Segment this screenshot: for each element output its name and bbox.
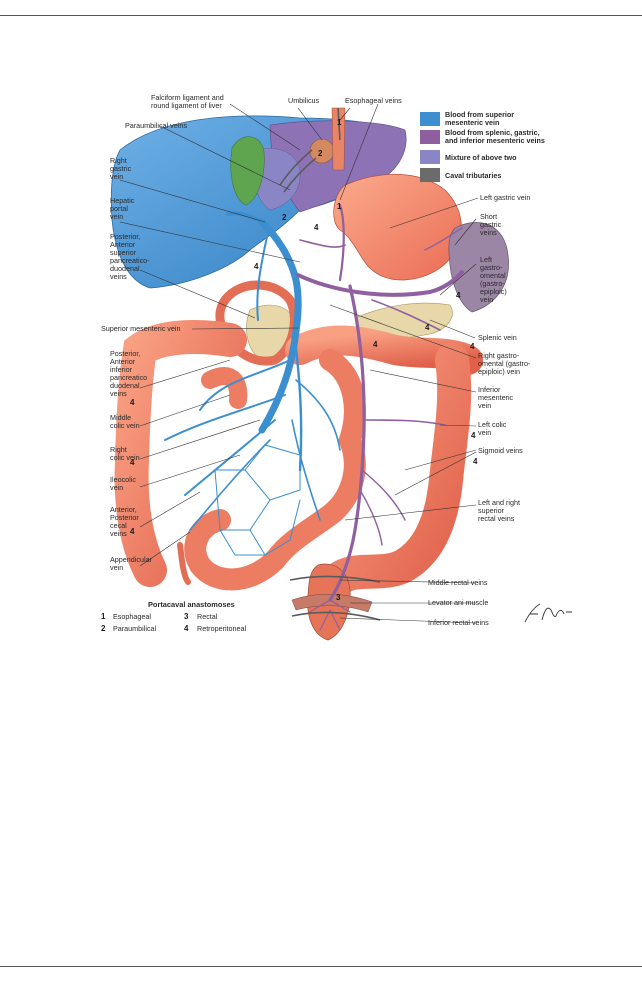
label-left-gastric: Left gastric vein: [480, 193, 530, 202]
key-title: Portacaval anastomoses: [148, 600, 235, 609]
key-name-2: Paraumbilical: [113, 624, 157, 633]
marker-4: 4: [471, 431, 476, 440]
portal-veins: [164, 211, 341, 556]
label-esophageal-veins: Esophageal veins: [345, 96, 402, 105]
label-splenic: Splenic vein: [478, 333, 517, 342]
key-num-3: 3: [184, 612, 189, 621]
label-inferior-rectal: Inferior rectal veins: [428, 618, 489, 627]
gallbladder: [230, 136, 265, 206]
top-rule: [0, 15, 642, 16]
label-superior-mesenteric: Superior mesenteric vein: [101, 324, 181, 333]
bottom-rule: [0, 966, 642, 967]
legend-swatch-mixture: [420, 150, 440, 164]
label-levator-ani: Levator ani muscle: [428, 598, 488, 607]
svg-text:Blood from splenic, gastric,an: Blood from splenic, gastric,and inferior…: [445, 128, 545, 145]
marker-1-upper: 1: [337, 118, 342, 127]
marker-4: 4: [425, 323, 430, 332]
legend-text-1a: Blood from superior: [445, 110, 514, 119]
levator-ani-shape: [291, 594, 373, 613]
caval-veins: [279, 107, 381, 621]
legend-text-3: Mixture of above two: [445, 153, 517, 162]
key-name-4: Retroperitoneal: [197, 624, 247, 633]
stomach: [333, 173, 462, 281]
key-num-2: 2: [101, 624, 106, 633]
netter-signature: [524, 603, 572, 623]
marker-4: 4: [254, 262, 259, 271]
marker-4: 4: [130, 398, 135, 407]
marker-4: 4: [130, 527, 135, 536]
legend-text-2b: and inferior mesenteric veins: [445, 136, 545, 145]
label-paraumbilical-veins: Paraumbilical veins: [125, 121, 187, 130]
svg-text:Caval tributaries: Caval tributaries: [445, 171, 501, 180]
marker-2-paraumbilical: 2: [282, 213, 287, 222]
legend-swatch-caval: [420, 168, 440, 182]
label-umbilicus: Umbilicus: [288, 96, 320, 105]
marker-4: 4: [130, 458, 135, 467]
anastomoses-key: Portacaval anastomoses 1 Esophageal 3 Re…: [101, 600, 247, 633]
marker-4: 4: [470, 342, 475, 351]
marker-3-rectal: 3: [336, 593, 341, 602]
spleen: [448, 222, 509, 313]
legend-text-1b: mesenteric vein: [445, 118, 499, 127]
marker-4: 4: [456, 291, 461, 300]
key-name-3: Rectal: [197, 612, 218, 621]
anastomosis-markers: 1 2 4 4 4 4 4 4 4 4 4 4 4 3 2 1: [130, 118, 478, 602]
marker-2-umbilical: 2: [318, 149, 323, 158]
legend-swatch-superior-mesenteric: [420, 112, 440, 126]
marker-1-esophageal: 1: [337, 202, 342, 211]
label-sigmoid: Sigmoid veins: [478, 446, 523, 455]
marker-4: 4: [473, 457, 478, 466]
key-name-1: Esophageal: [113, 612, 151, 621]
leader-lines: [119, 103, 479, 624]
key-num-1: 1: [101, 612, 106, 621]
marker-4: 4: [314, 223, 319, 232]
legend-swatch-splenic-gastric-ims: [420, 130, 440, 144]
small-intestine: [184, 349, 366, 591]
key-num-4: 4: [184, 624, 189, 633]
esophagus-shape: [331, 107, 346, 171]
svg-text:Mixture of above two: Mixture of above two: [445, 153, 517, 162]
legend-text-4: Caval tributaries: [445, 171, 501, 180]
legend-text-2a: Blood from splenic, gastric,: [445, 128, 540, 137]
label-right-gastro-omental: Right gastro-omental (gastro-epiploic) v…: [478, 351, 531, 376]
splenic-ims-veins: [296, 203, 464, 631]
marker-4: 4: [373, 340, 378, 349]
label-middle-rectal: Middle rectal veins: [428, 578, 488, 587]
